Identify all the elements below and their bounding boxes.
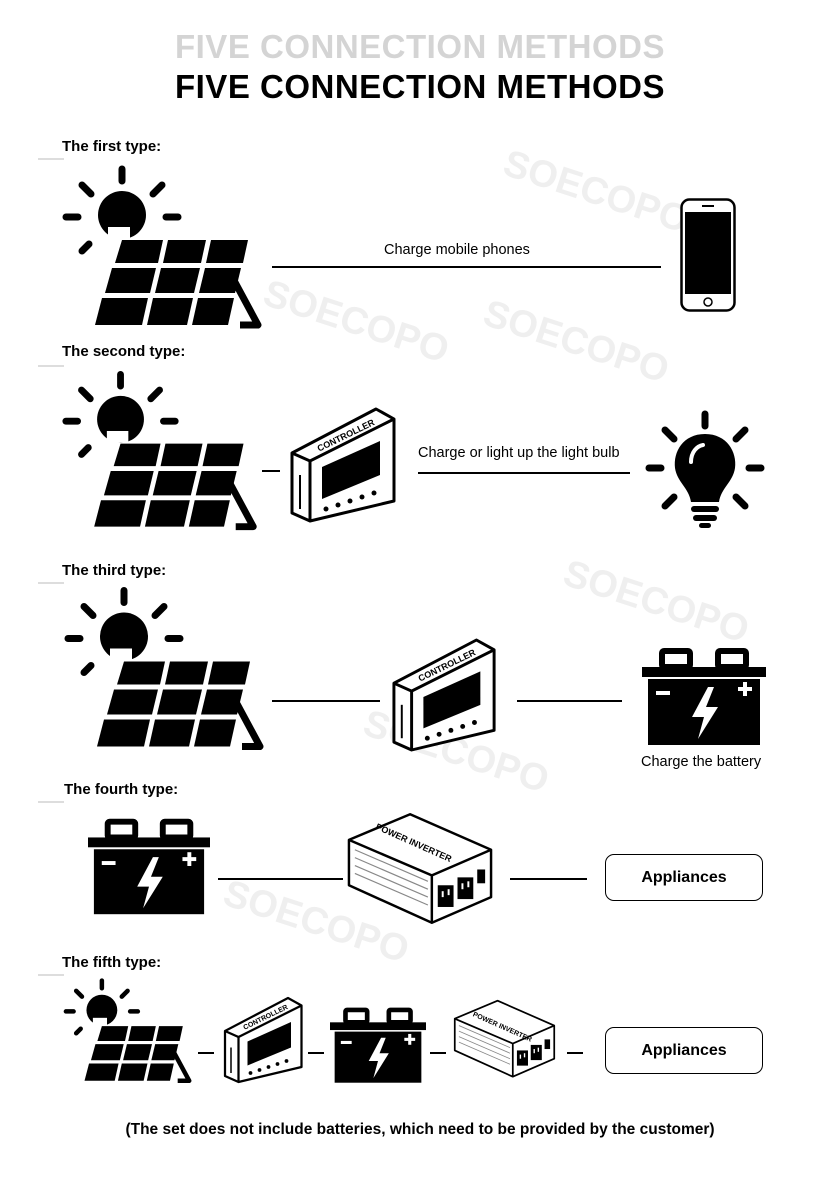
connection-line: [198, 1052, 214, 1054]
battery-icon: [88, 815, 210, 915]
type-1-label: The first type:: [62, 138, 162, 155]
page-title: FIVE CONNECTION METHODS: [174, 68, 666, 105]
watermark: SOECOPO: [558, 552, 754, 652]
battery-icon: [330, 1005, 426, 1083]
footer-note: (The set does not include batteries, whi…: [125, 1121, 715, 1138]
watermark: SOECOPO: [258, 272, 454, 372]
controller-icon: [222, 995, 306, 1085]
connection-line: [262, 470, 280, 472]
connection-line: [430, 1052, 446, 1054]
watermark: SOECOPO: [498, 142, 694, 242]
connection-line: [418, 472, 630, 474]
divider: [38, 974, 64, 976]
type-2-label: The second type:: [62, 343, 186, 360]
divider: [38, 801, 64, 803]
solar-panel-icon: [60, 165, 270, 330]
type-4-label: The fourth type:: [64, 781, 179, 798]
controller-icon: [288, 405, 400, 525]
connection-line: [218, 878, 343, 880]
connection-line: [517, 700, 622, 702]
appliances-box: Appliances: [605, 854, 763, 901]
connection-line: [510, 878, 587, 880]
appliances-box: Appliances: [605, 1027, 763, 1074]
solar-panel-icon: [60, 370, 265, 532]
divider: [38, 158, 64, 160]
type-2-caption: Charge or light up the light bulb: [418, 445, 620, 461]
power-inverter-icon: [345, 810, 495, 925]
divider: [38, 365, 64, 367]
divider: [38, 582, 64, 584]
title-shadow: FIVE CONNECTION METHODS: [174, 28, 666, 65]
phone-icon: [680, 198, 736, 312]
type-5-label: The fifth type:: [62, 954, 162, 971]
connection-line: [272, 266, 661, 268]
type-3-label: The third type:: [62, 562, 167, 579]
connection-line: [308, 1052, 324, 1054]
battery-icon: [642, 645, 766, 745]
solar-panel-icon: [62, 586, 272, 752]
controller-icon: [390, 636, 500, 754]
type-1-caption: Charge mobile phones: [384, 242, 530, 258]
power-inverter-icon: [452, 997, 557, 1079]
connection-line: [567, 1052, 583, 1054]
connection-line: [272, 700, 380, 702]
solar-panel-icon: [62, 978, 197, 1084]
light-bulb-icon: [645, 410, 765, 530]
type-3-caption: Charge the battery: [641, 754, 762, 770]
watermark: SOECOPO: [478, 292, 674, 392]
